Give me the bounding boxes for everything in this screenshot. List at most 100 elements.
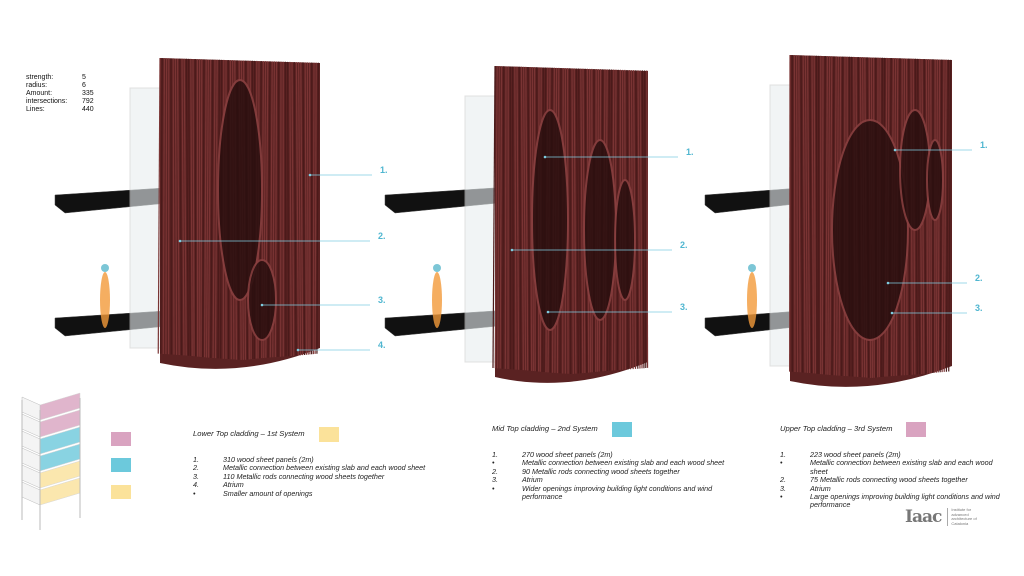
wood-sheet <box>212 59 216 359</box>
wood-sheet <box>157 57 161 354</box>
wood-sheet <box>185 58 189 356</box>
system-title: Lower Top cladding – 1st System <box>193 427 453 442</box>
callout-label: 1. <box>686 147 694 157</box>
wood-sheet <box>939 59 943 373</box>
list-marker: 3. <box>193 471 199 481</box>
list-text: 270 wood sheet panels (2m) <box>522 450 613 459</box>
list-text: Metallic connection between existing sla… <box>522 458 725 468</box>
wood-sheet <box>569 68 572 374</box>
system-list-item: •Metallic connection between existing sl… <box>780 459 1010 476</box>
list-marker: 1. <box>492 450 498 459</box>
callout-label: 3. <box>378 295 386 305</box>
param-label: radius: <box>26 82 48 89</box>
wood-sheet <box>943 59 947 372</box>
list-marker: 2. <box>780 475 786 485</box>
list-marker: • <box>193 488 196 498</box>
wood-sheet <box>205 59 209 358</box>
wood-sheet <box>304 62 308 355</box>
system-list-item: •Large openings improving building light… <box>780 492 1010 510</box>
system-color-swatch <box>318 427 339 442</box>
wood-sheet <box>165 58 168 355</box>
wood-sheet <box>183 58 187 356</box>
wood-sheet <box>802 55 806 373</box>
callout-dot <box>890 311 894 315</box>
wood-sheet <box>287 61 290 357</box>
logo-mark: Iaac <box>905 507 942 527</box>
wood-sheet <box>302 62 306 355</box>
human-figure-head <box>101 264 109 272</box>
param-label: intersections: <box>26 98 68 105</box>
wood-sheet <box>575 68 579 374</box>
wood-sheet <box>573 68 577 374</box>
list-text: Metallic connection between existing sla… <box>223 463 426 473</box>
wood-sheet <box>800 55 804 373</box>
callout-dot <box>886 281 890 285</box>
wood-sheet <box>295 62 299 356</box>
system-description-upper: Upper Top cladding – 3rd System 1.223 woo… <box>780 422 1010 510</box>
param-label: Lines: <box>26 106 45 113</box>
wood-sheet <box>514 66 517 370</box>
param-row: intersections:792 <box>26 98 94 106</box>
glass-facade <box>129 87 163 349</box>
system-list-item: 1. 270 wood sheet panels (2m) <box>492 450 742 459</box>
param-row: strength:5 <box>26 74 94 82</box>
wood-sheet <box>494 66 498 369</box>
wood-sheet <box>298 62 302 356</box>
wood-sheet <box>497 66 500 369</box>
callout-dot <box>893 148 897 152</box>
wood-sheet <box>192 58 195 357</box>
list-marker: • <box>780 458 783 468</box>
wood-sheet <box>289 61 292 357</box>
wood-sheet <box>795 55 799 373</box>
callout-label: 1. <box>380 165 388 175</box>
callout-dot <box>546 310 550 314</box>
callout-dot <box>510 248 514 252</box>
system-title-text: Upper Top cladding – 3rd System <box>780 424 893 434</box>
wood-sheet <box>948 59 952 372</box>
callout-label: 2. <box>378 231 386 241</box>
wood-sheet <box>577 68 582 374</box>
param-row: radius:6 <box>26 82 94 90</box>
logo-subtitle: Institute for advanced architecture of C… <box>947 507 989 526</box>
parameter-list: strength:5 radius:6 Amount:335 intersect… <box>26 74 94 114</box>
wood-sheet <box>945 59 950 372</box>
list-marker: 3. <box>492 475 498 485</box>
wood-sheet <box>516 66 520 370</box>
wood-sheet <box>504 66 507 369</box>
wood-sheet <box>827 56 831 375</box>
wood-sheet <box>809 55 813 374</box>
wood-sheet <box>525 66 529 371</box>
system-list-item: 1.223 wood sheet panels (2m) <box>780 450 1010 459</box>
system-list-item: 4.Atrium <box>193 480 453 489</box>
wood-sheet <box>804 55 808 373</box>
wood-sheet <box>925 59 929 374</box>
wood-sheet <box>941 59 945 373</box>
list-text: Atrium <box>810 483 831 493</box>
wood-sheet <box>204 59 207 358</box>
wood-sheet <box>806 55 811 374</box>
param-value: 5 <box>82 74 86 81</box>
param-value: 440 <box>82 106 94 113</box>
wood-sheet <box>300 62 304 356</box>
param-row: Lines: 440 <box>26 106 94 114</box>
system-title-text: Mid Top cladding – 2nd System <box>492 424 598 434</box>
callout-label: 3. <box>975 303 983 313</box>
param-row: Amount:335 <box>26 90 94 98</box>
callout-label: 2. <box>680 240 688 250</box>
wood-sheet <box>194 59 197 357</box>
wood-sheet <box>821 55 824 375</box>
system-list-item: 2.90 Metallic rods connecting wood sheet… <box>492 467 742 476</box>
wood-sheet <box>571 68 574 374</box>
system-color-swatch <box>611 422 632 437</box>
wood-sheet <box>811 55 815 374</box>
human-figure <box>747 272 757 328</box>
callout-label: 1. <box>980 140 988 150</box>
wood-sheet <box>160 58 163 354</box>
callout-dot <box>296 348 300 352</box>
wood-sheet <box>200 59 203 357</box>
wood-sheet <box>210 59 214 358</box>
wood-sheet <box>172 58 175 355</box>
wood-sheet <box>522 66 527 371</box>
wood-sheet <box>492 65 496 369</box>
